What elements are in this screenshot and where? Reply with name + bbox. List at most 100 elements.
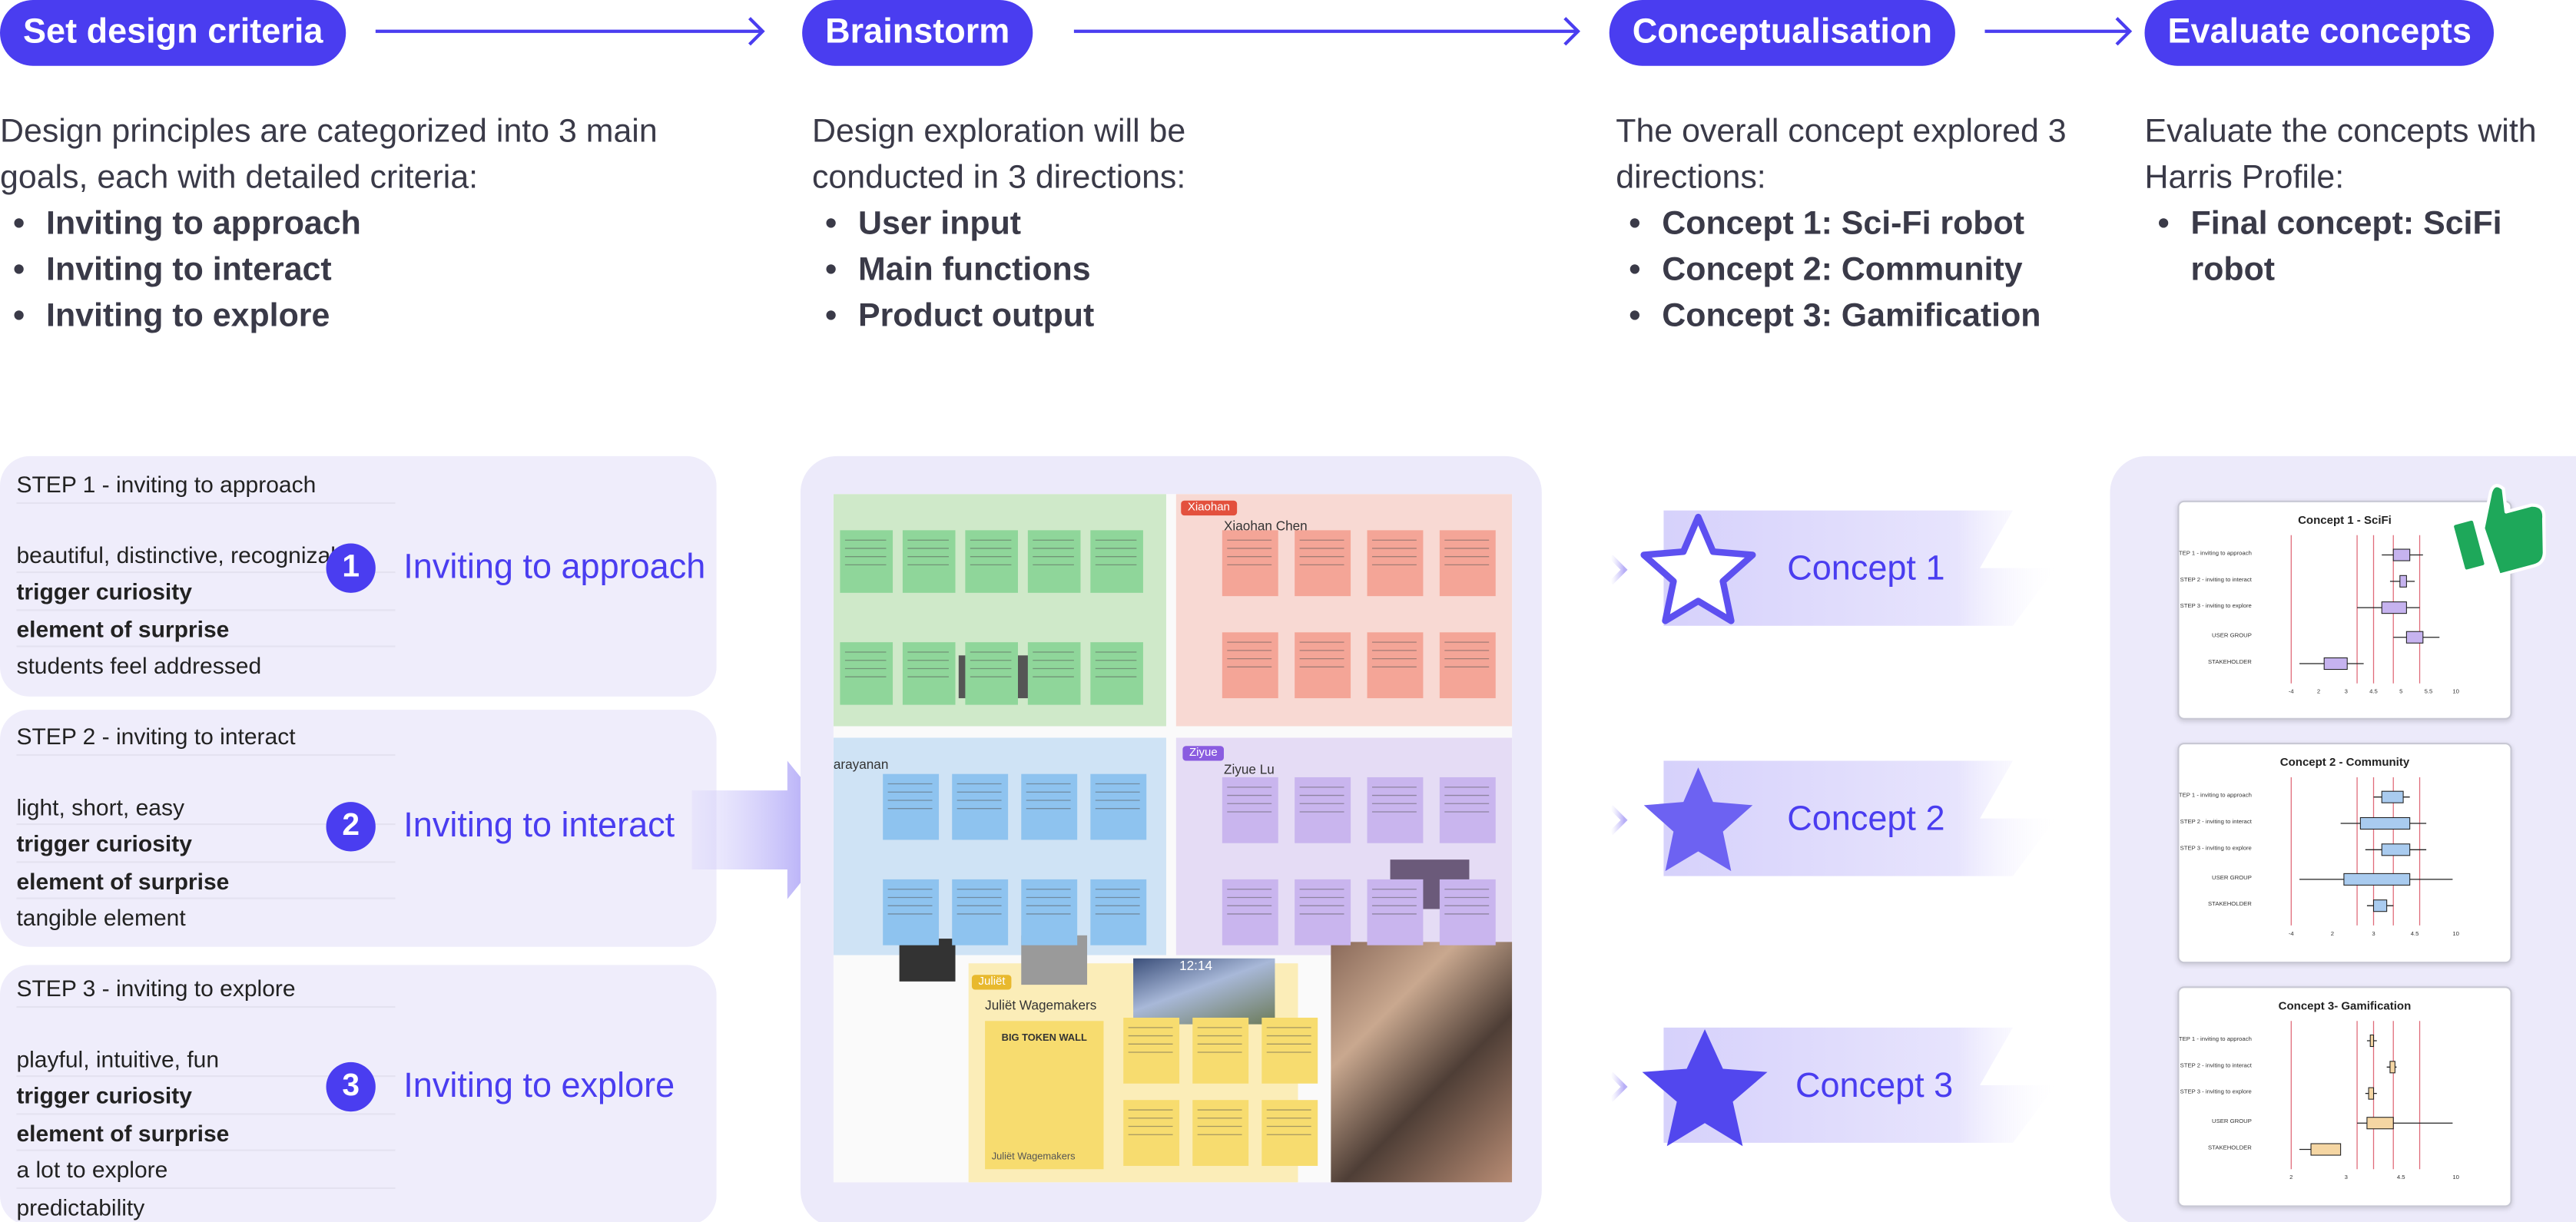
row-label: STEP 1 - inviting to approach	[2180, 792, 2252, 799]
sticky-note	[1222, 632, 1278, 699]
profile-bar	[2369, 1034, 2375, 1048]
criterion: light, short, easy	[16, 788, 396, 826]
criterion: beautiful, distinctive, recognizable	[16, 536, 396, 574]
tick-label: 4.5	[2397, 1174, 2405, 1181]
row-label: STAKEHOLDER	[2208, 900, 2252, 907]
step-number-badge: 2	[326, 802, 376, 852]
name-tag: Juliët	[971, 975, 1013, 990]
stage-description-criteria: Design principles are categorized into 3…	[0, 109, 659, 339]
sticky-note	[1439, 530, 1496, 597]
sticky-note	[902, 642, 956, 705]
sticky-note	[1439, 777, 1496, 843]
photo	[899, 939, 956, 982]
row-label: USER GROUP	[2212, 874, 2252, 881]
arrow-icon	[1558, 555, 1628, 1102]
sticky-note	[1222, 777, 1278, 843]
concepts-graphic	[1558, 510, 2056, 1147]
row-label: STAKEHOLDER	[2208, 658, 2252, 665]
card-title: Concept 2 - Community	[2279, 757, 2410, 770]
profile-bar	[2399, 575, 2407, 588]
description-intro: The overall concept explored 3 direction…	[1616, 113, 2067, 197]
step-header: STEP 3 - inviting to explore	[16, 970, 396, 1008]
tick-label: 2	[2317, 688, 2320, 695]
criterion: element of surprise	[16, 862, 396, 899]
board-name: arayanan	[833, 757, 889, 773]
criterion: playful, intuitive, fun	[16, 1040, 396, 1078]
goal-label: Inviting to interact	[403, 806, 675, 845]
concept-label: Concept 3	[1795, 1067, 1954, 1105]
step-number-badge: 3	[326, 1061, 376, 1112]
criterion: element of surprise	[16, 1114, 396, 1151]
row-label: USER GROUP	[2212, 632, 2252, 639]
profile-bar	[2381, 843, 2411, 856]
sticky-note	[952, 773, 1009, 840]
sticky-note	[1021, 773, 1078, 840]
concept-label: Concept 1	[1787, 550, 1945, 588]
sticky-note	[1027, 530, 1081, 593]
criterion: trigger curiosity	[16, 825, 396, 863]
sticky-note	[1367, 632, 1424, 699]
sticky-note	[1090, 642, 1143, 705]
tick-label: 5	[2399, 688, 2402, 695]
row-label: STEP 1 - inviting to approach	[2180, 1035, 2252, 1042]
profile-bar	[2343, 873, 2411, 886]
tick-label: 3	[2372, 930, 2375, 937]
profile-bar	[2359, 816, 2411, 830]
row-label: STEP 2 - inviting to interact	[2180, 1061, 2253, 1068]
sticky-note	[1090, 773, 1147, 840]
criterion: element of surprise	[16, 610, 396, 647]
sticky-note	[1295, 530, 1351, 597]
sticky-note	[1439, 632, 1496, 699]
stage-description-concepts: The overall concept explored 3 direction…	[1616, 109, 2110, 339]
bullet: Concept 2: Community	[1616, 247, 2110, 293]
criterion: tangible element	[16, 904, 186, 931]
stage-pill-conceptualisation: Conceptualisation	[1609, 0, 1955, 66]
row-label: STEP 1 - inviting to approach	[2180, 550, 2252, 557]
stage-pill-brainstorm: Brainstorm	[802, 0, 1033, 66]
sticky-note	[1439, 879, 1496, 945]
sticky-note	[1367, 879, 1424, 945]
stage-description-brainstorm: Design exploration will be conducted in …	[812, 109, 1290, 339]
step-header: STEP 2 - inviting to interact	[16, 718, 396, 756]
name-tag: Ziyue	[1182, 746, 1225, 761]
sticky-notes-layer	[840, 530, 1496, 1166]
profile-bar	[2310, 1143, 2342, 1156]
bullet: Concept 1: Sci-Fi robot	[1616, 201, 2110, 247]
profile-bar	[2392, 548, 2411, 561]
tick-label: 3	[2345, 1174, 2348, 1181]
sticky-note	[1123, 1100, 1180, 1166]
description-intro: Design exploration will be conducted in …	[811, 113, 1186, 197]
profile-bar	[2381, 601, 2407, 614]
lake-photo	[1133, 958, 1275, 1025]
tick-label: 4.5	[2369, 688, 2378, 695]
sticky-note	[883, 773, 940, 840]
stage-pill-evaluate-concepts: Evaluate concepts	[2144, 0, 2495, 66]
sticky-note	[1261, 1017, 1318, 1084]
row-label: STEP 3 - inviting to explore	[2180, 844, 2252, 851]
tick-label: -4	[2289, 688, 2295, 695]
criteria-list-step-3: STEP 3 - inviting to explore playful, in…	[16, 970, 396, 1222]
bullet: Product output	[812, 293, 1290, 339]
concept-banner	[1663, 1027, 2056, 1143]
sticky-footer: Juliët Wagemakers	[991, 1152, 1076, 1163]
sticky-note	[1090, 879, 1147, 945]
sticky-note	[1192, 1100, 1249, 1166]
row-label: STEP 3 - inviting to explore	[2180, 602, 2252, 609]
step-header: STEP 1 - inviting to approach	[16, 466, 396, 503]
profile-bar	[2381, 790, 2404, 803]
arrow-icon	[375, 17, 2133, 46]
profile-bar	[2372, 899, 2388, 912]
sticky-note	[840, 530, 893, 593]
criterion: predictability	[16, 1193, 145, 1220]
goal-label: Inviting to approach	[403, 548, 706, 587]
card-title: Concept 3- Gamification	[2278, 1001, 2412, 1013]
filled-star-icon	[1642, 1029, 1768, 1147]
profile-bar	[2405, 631, 2424, 644]
criterion: a lot to explore	[16, 1151, 396, 1188]
criterion: trigger curiosity	[16, 1077, 396, 1114]
tick-label: 5.5	[2425, 688, 2433, 695]
bullet: Inviting to approach	[0, 201, 659, 247]
stage-pill-set-design-criteria: Set design criteria	[0, 0, 346, 66]
